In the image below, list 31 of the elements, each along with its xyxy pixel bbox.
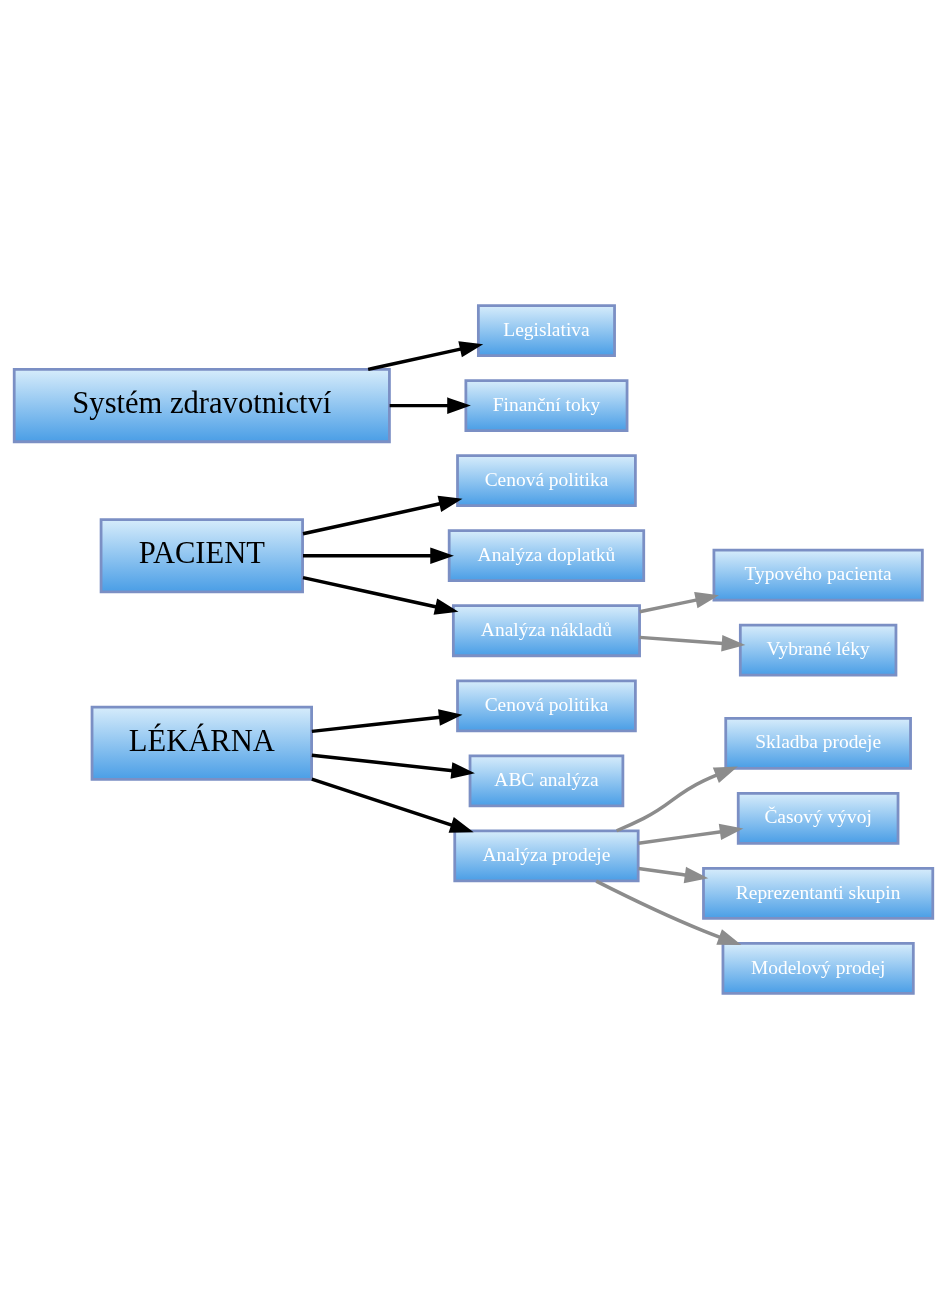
node-box: Systém zdravotnictví (12, 368, 391, 444)
arrow (389, 397, 471, 414)
arrow (639, 592, 719, 614)
arrow (638, 823, 744, 845)
node-box: PACIENT (99, 518, 304, 594)
arrow (311, 777, 474, 833)
arrow (595, 879, 742, 946)
arrow (615, 766, 738, 833)
arrow (367, 341, 484, 372)
node-box: Skladba prodeje (724, 716, 912, 770)
arrow (302, 495, 463, 536)
arrow (302, 575, 459, 615)
node-box: Vybrané léky (738, 623, 898, 677)
node-box: Legislativa (476, 304, 616, 357)
node-box: Typového pacienta (712, 548, 924, 602)
node-box: ABC analýza (468, 754, 625, 808)
arrow (311, 709, 463, 734)
node-box: Analýza nákladů (451, 604, 641, 658)
arrow (311, 753, 475, 779)
node-box: Reprezentanti skupin (702, 867, 935, 920)
arrow (303, 547, 454, 564)
node-box: Časový vývoj (736, 791, 900, 845)
node-box: Modelový prodej (721, 942, 915, 995)
node-box: LÉKÁRNA (90, 705, 313, 781)
node-box: Finanční toky (464, 379, 629, 432)
node-box: Cenová politika (456, 454, 637, 508)
arrow (639, 635, 746, 652)
node-box: Analýza prodeje (453, 829, 640, 883)
node-box: Analýza doplatků (447, 529, 646, 583)
arrow (638, 866, 709, 884)
node-box: Cenová politika (456, 679, 637, 733)
